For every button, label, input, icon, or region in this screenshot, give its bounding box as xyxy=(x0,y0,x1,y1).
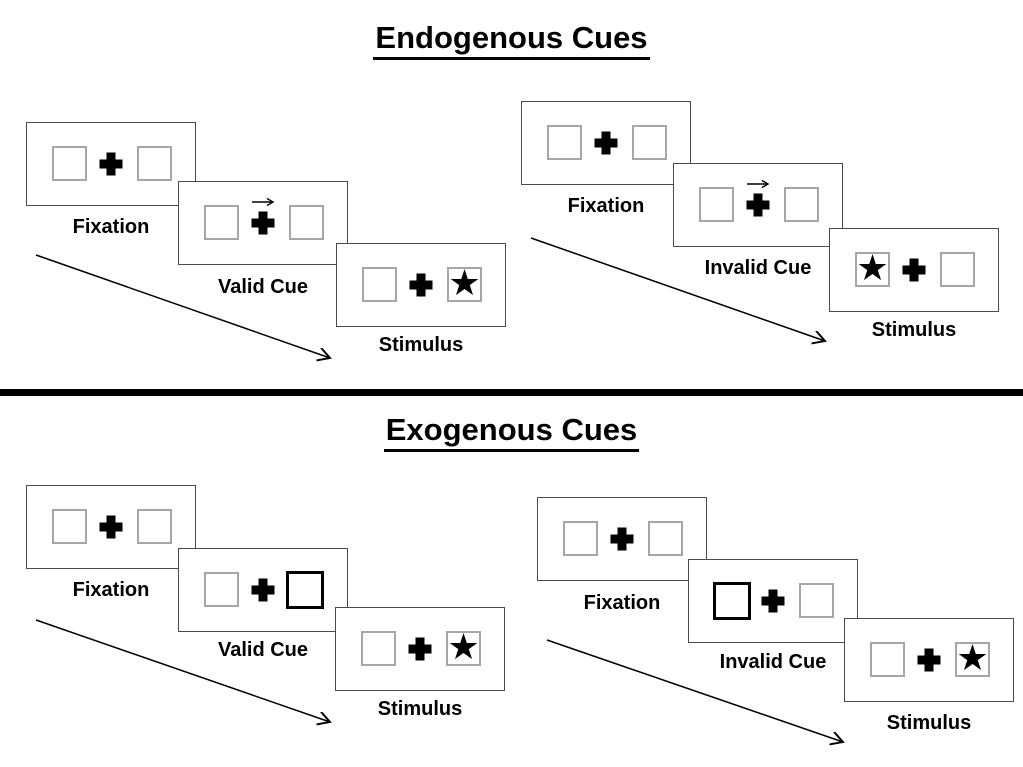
left-box xyxy=(204,572,239,607)
star-icon: ★ xyxy=(856,247,889,289)
exogenous-invalid-fixation-panel xyxy=(537,497,707,581)
exogenous-invalid-cue-panel xyxy=(688,559,858,643)
right-box xyxy=(632,125,667,160)
exogenous-valid-stimulus-panel: ★ xyxy=(335,607,505,691)
exogenous-title-text: Exogenous Cues xyxy=(383,412,640,452)
exogenous-invalid-stimulus-panel: ★ xyxy=(844,618,1014,702)
fixation-cross-icon xyxy=(746,193,770,217)
fixation-cross-icon xyxy=(99,152,123,176)
right-box-highlighted-cue xyxy=(286,571,324,609)
right-box xyxy=(289,205,324,240)
left-box xyxy=(52,509,87,544)
time-arrow-endogenous-invalid xyxy=(530,237,825,341)
left-box xyxy=(361,631,396,666)
exogenous-valid-fixation-panel xyxy=(26,485,196,569)
left-box xyxy=(547,125,582,160)
right-box xyxy=(137,146,172,181)
cue-label: Valid Cue xyxy=(217,276,309,298)
time-arrow-exogenous-valid xyxy=(35,619,330,722)
fixation-label: Fixation xyxy=(72,216,150,238)
endogenous-title-text: Endogenous Cues xyxy=(373,20,650,60)
fixation-cross-icon xyxy=(251,211,275,235)
left-box xyxy=(870,642,905,677)
star-icon: ★ xyxy=(447,626,480,668)
fixation-cross-icon xyxy=(902,258,926,282)
endogenous-invalid-cue-panel xyxy=(673,163,843,247)
fixation-cross-icon xyxy=(251,578,275,602)
right-box xyxy=(940,252,975,287)
right-arrow-icon xyxy=(747,179,770,189)
stimulus-label: Stimulus xyxy=(377,698,463,720)
star-icon: ★ xyxy=(448,262,481,304)
left-box xyxy=(699,187,734,222)
left-box xyxy=(52,146,87,181)
endogenous-invalid-stimulus-panel: ★ xyxy=(829,228,999,312)
right-box xyxy=(784,187,819,222)
stimulus-label: Stimulus xyxy=(886,712,972,734)
right-box xyxy=(799,583,834,618)
stimulus-label: Stimulus xyxy=(378,334,464,356)
right-box-with-target: ★ xyxy=(446,626,481,668)
time-arrow-endogenous-valid xyxy=(35,254,330,358)
right-box xyxy=(648,521,683,556)
exogenous-valid-cue-panel xyxy=(178,548,348,632)
cue-label: Valid Cue xyxy=(217,639,309,661)
endogenous-valid-stimulus-panel: ★ xyxy=(336,243,506,327)
fixation-label: Fixation xyxy=(583,592,661,614)
stimulus-label: Stimulus xyxy=(871,319,957,341)
left-box-highlighted-cue xyxy=(713,582,751,620)
left-box xyxy=(204,205,239,240)
fixation-cross-icon xyxy=(917,648,941,672)
cue-label: Invalid Cue xyxy=(719,651,827,673)
right-arrow-icon xyxy=(252,197,275,207)
fixation-cross-icon xyxy=(594,131,618,155)
fixation-label: Fixation xyxy=(72,579,150,601)
fixation-cross-icon xyxy=(761,589,785,613)
fixation-label: Fixation xyxy=(567,195,645,217)
right-box-with-target: ★ xyxy=(955,637,990,679)
cue-label: Invalid Cue xyxy=(704,257,812,279)
endogenous-invalid-fixation-panel xyxy=(521,101,691,185)
endogenous-valid-fixation-panel xyxy=(26,122,196,206)
exogenous-section-title: Exogenous Cues xyxy=(0,412,1023,452)
left-box xyxy=(563,521,598,556)
fixation-cross-icon xyxy=(409,273,433,297)
left-box-with-target: ★ xyxy=(855,247,890,289)
endogenous-section-title: Endogenous Cues xyxy=(0,20,1023,60)
fixation-cross-icon xyxy=(610,527,634,551)
fixation-cross-icon xyxy=(99,515,123,539)
star-icon: ★ xyxy=(956,637,989,679)
right-box xyxy=(137,509,172,544)
endogenous-valid-cue-panel xyxy=(178,181,348,265)
left-box xyxy=(362,267,397,302)
fixation-cross-icon xyxy=(408,637,432,661)
section-divider xyxy=(0,389,1023,396)
right-box-with-target: ★ xyxy=(447,262,482,304)
